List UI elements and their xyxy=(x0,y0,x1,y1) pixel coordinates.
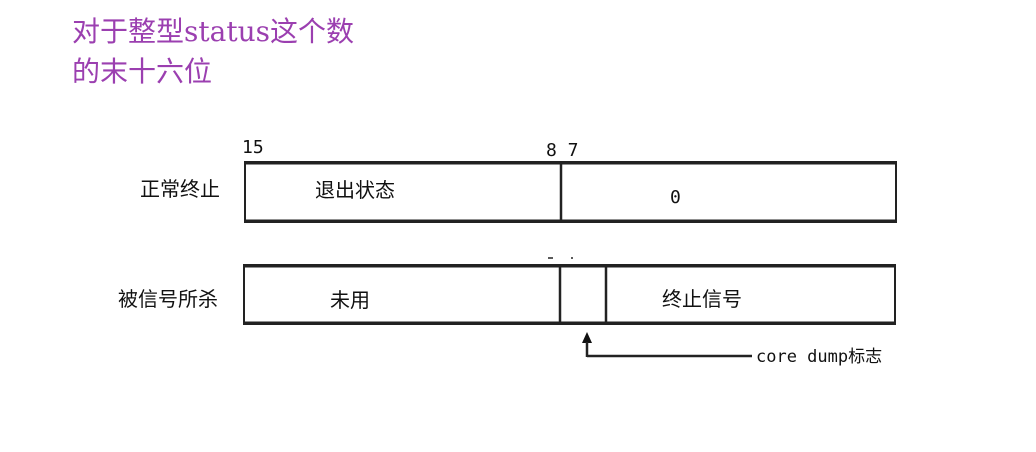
unused-field: 未用 xyxy=(330,288,370,312)
core-dump-arrow xyxy=(582,332,752,358)
row-label-normal: 正常终止 xyxy=(140,177,220,201)
low-byte-zero-field: 0 xyxy=(670,187,681,208)
diagram-title-line-2: 的末十六位 xyxy=(72,55,213,88)
exit-status-field: 退出状态 xyxy=(315,178,395,202)
bit-15-label: 15 xyxy=(242,137,264,158)
signal-termination-box xyxy=(243,264,896,325)
row-label-signal: 被信号所杀 xyxy=(118,287,218,311)
core-dump-flag-label: core dump标志 xyxy=(756,347,882,367)
arrow-head-icon xyxy=(582,332,592,343)
diagram-title-line-1: 对于整型status这个数 xyxy=(72,15,354,48)
normal-termination-box xyxy=(244,161,897,223)
bit-8-7-label: 8 7 xyxy=(546,140,579,161)
termination-signal-field: 终止信号 xyxy=(662,287,742,311)
